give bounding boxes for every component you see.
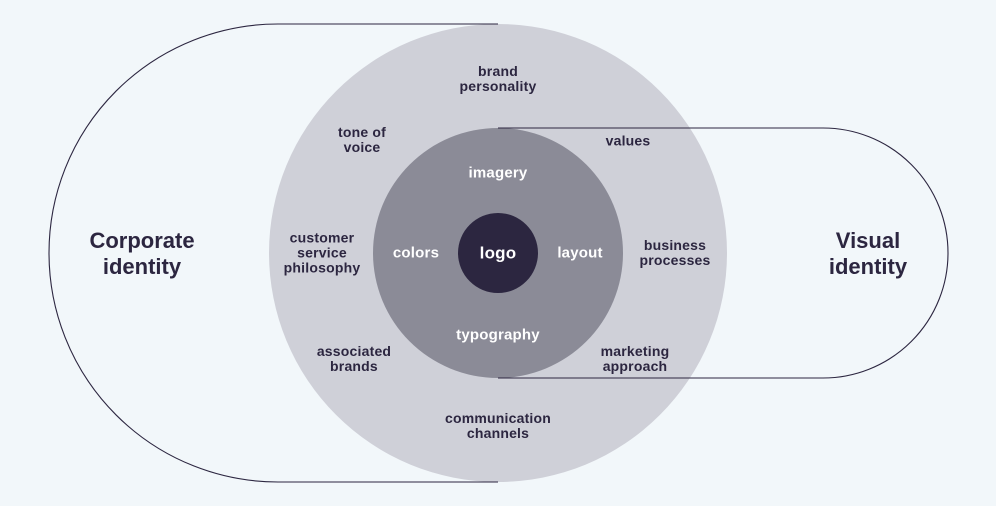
brand-personality-label: brand personality bbox=[459, 63, 537, 94]
visual-identity-outline bbox=[498, 127, 949, 379]
communication-channels-label: communication channels bbox=[444, 410, 552, 441]
colors-label: colors bbox=[392, 244, 440, 262]
tone-of-voice-label: tone of voice bbox=[337, 124, 387, 155]
core-circle bbox=[458, 213, 538, 293]
logo-label: logo bbox=[479, 243, 517, 263]
values-label: values bbox=[605, 132, 651, 149]
imagery-label: imagery bbox=[468, 164, 528, 182]
typography-label: typography bbox=[456, 326, 540, 344]
associated-brands-label: associated brands bbox=[316, 343, 392, 374]
customer-service-philosophy-label: customer service philosophy bbox=[283, 229, 361, 276]
marketing-approach-label: marketing approach bbox=[600, 343, 670, 374]
business-processes-label: business processes bbox=[639, 237, 711, 268]
layout-label: layout bbox=[557, 244, 603, 262]
corporate-identity-outline bbox=[48, 23, 498, 483]
corporate-identity-label: Corporate identity bbox=[89, 228, 195, 279]
visual-identity-label: Visual identity bbox=[828, 228, 908, 279]
